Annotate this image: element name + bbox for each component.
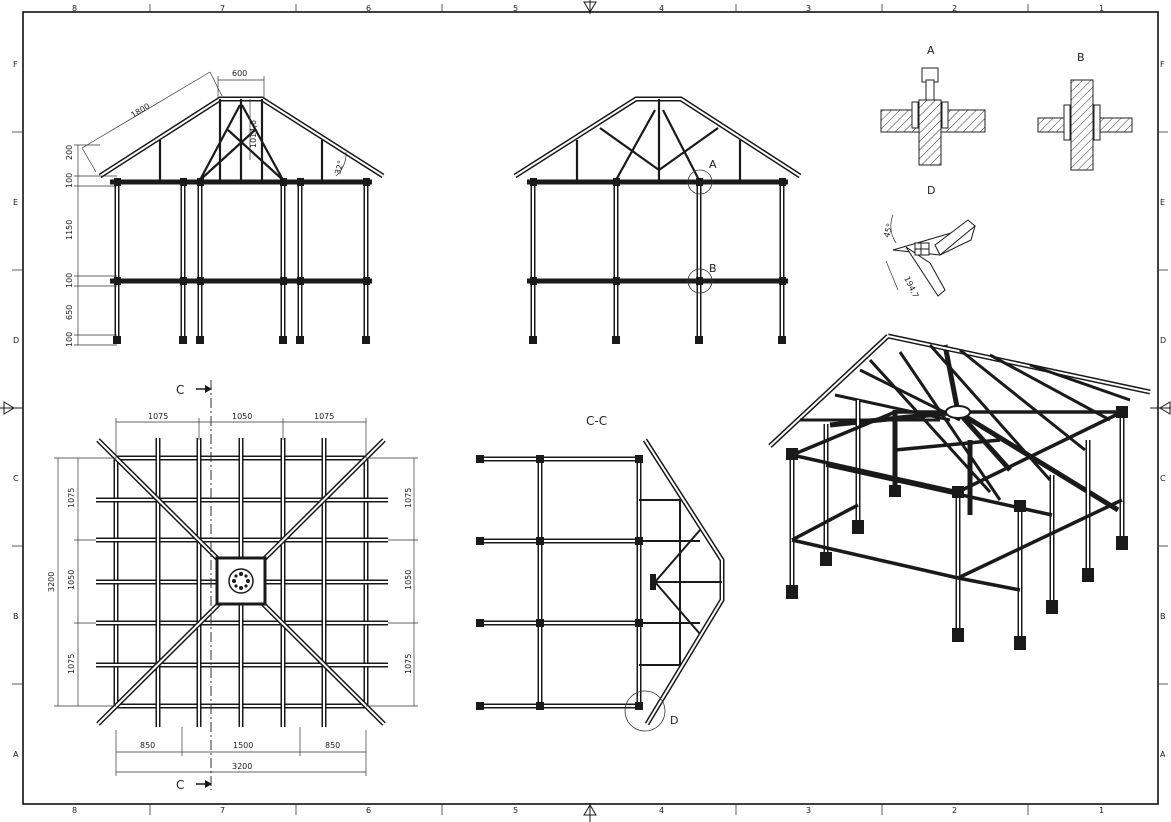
zone-row-right-F: F	[1160, 60, 1165, 69]
plan-top-dim-3: 1075	[314, 412, 334, 421]
zone-col-top-7: 7	[220, 4, 225, 13]
zone-col-top-5: 5	[513, 4, 518, 13]
zone-col-top-3: 3	[806, 4, 811, 13]
zone-row-right-E: E	[1160, 198, 1165, 207]
dim-v-100b: 100	[65, 273, 74, 288]
zone-col-bottom-5: 5	[513, 806, 518, 815]
zone-col-bottom-2: 2	[952, 806, 957, 815]
plan-left-dim-1: 1075	[67, 488, 76, 508]
plan-right-dim-3: 1075	[404, 654, 413, 674]
zone-col-top-1: 1	[1099, 4, 1104, 13]
detail-a-label: A	[927, 44, 935, 57]
plan-bottom-total: 3200	[232, 762, 252, 771]
zone-row-right-B: B	[1160, 612, 1166, 621]
section-mark-bottom: C	[176, 778, 184, 792]
zone-row-left-A: A	[13, 750, 19, 759]
zone-row-right-A: A	[1160, 750, 1166, 759]
dim-king-height: 1014,6	[249, 120, 258, 148]
isometric-view	[768, 333, 1151, 650]
detail-b-label: B	[1077, 51, 1085, 64]
zone-row-right-D: D	[1160, 336, 1166, 345]
plan-right-dim-1: 1075	[404, 488, 413, 508]
zone-labels: 8 7 6 5 4 3 2 1 8 7 6 5 4 3 2 1 F E D C …	[13, 4, 1166, 815]
zone-col-top-6: 6	[366, 4, 371, 13]
zone-col-bottom-1: 1	[1099, 806, 1104, 815]
dim-roof-angle: 32°	[333, 159, 345, 175]
plan-left-dim-3: 1075	[67, 654, 76, 674]
section-c-c: C-C D	[476, 414, 725, 732]
zone-row-left-E: E	[13, 198, 18, 207]
plan-view: C C 1075 1050 1075 3200 1075 1050 1075 1…	[47, 380, 418, 792]
plan-bottom-dim-1: 850	[140, 741, 155, 750]
zone-col-top-2: 2	[952, 4, 957, 13]
dim-v-1150: 1150	[65, 220, 74, 240]
plan-right-dim-2: 1050	[404, 570, 413, 590]
side-elevation: A B	[513, 96, 802, 344]
callout-d: D	[670, 714, 678, 727]
dim-ridge-width: 600	[232, 69, 247, 78]
detail-d: D 45° 194,7	[882, 184, 976, 300]
front-elevation: 1800 600 1014,6 32° 200 100 1150 100 650…	[65, 69, 385, 347]
section-title: C-C	[586, 414, 607, 428]
zone-ticks	[12, 4, 1168, 815]
plan-top-dim-1: 1075	[148, 412, 168, 421]
callout-a: A	[709, 158, 717, 171]
zone-col-bottom-3: 3	[806, 806, 811, 815]
dim-v-100a: 100	[65, 173, 74, 188]
zone-col-bottom-8: 8	[72, 806, 77, 815]
section-mark-top: C	[176, 383, 184, 397]
detail-d-angle: 45°	[882, 222, 894, 238]
plan-bottom-dim-3: 850	[325, 741, 340, 750]
detail-a: A	[880, 44, 986, 166]
zone-col-top-4: 4	[659, 4, 664, 13]
zone-row-left-D: D	[13, 336, 19, 345]
zone-row-right-C: C	[1160, 474, 1166, 483]
callout-b: B	[709, 262, 717, 275]
zone-col-bottom-4: 4	[659, 806, 664, 815]
detail-d-label: D	[927, 184, 935, 197]
dim-v-200: 200	[65, 145, 74, 160]
zone-col-bottom-6: 6	[366, 806, 371, 815]
zone-col-top-8: 8	[72, 4, 77, 13]
zone-col-bottom-7: 7	[220, 806, 225, 815]
plan-top-dim-2: 1050	[232, 412, 252, 421]
dim-v-650: 650	[65, 305, 74, 320]
plan-left-total: 3200	[47, 572, 56, 592]
plan-bottom-dim-2: 1500	[233, 741, 253, 750]
zone-row-left-B: B	[13, 612, 19, 621]
detail-d-length: 194,7	[902, 275, 920, 300]
dim-rafter-length: 1800	[129, 102, 151, 120]
detail-b: B	[1037, 51, 1133, 171]
zone-row-left-C: C	[13, 474, 19, 483]
dim-v-100c: 100	[65, 332, 74, 347]
zone-row-left-F: F	[13, 60, 18, 69]
plan-left-dim-2: 1050	[67, 570, 76, 590]
